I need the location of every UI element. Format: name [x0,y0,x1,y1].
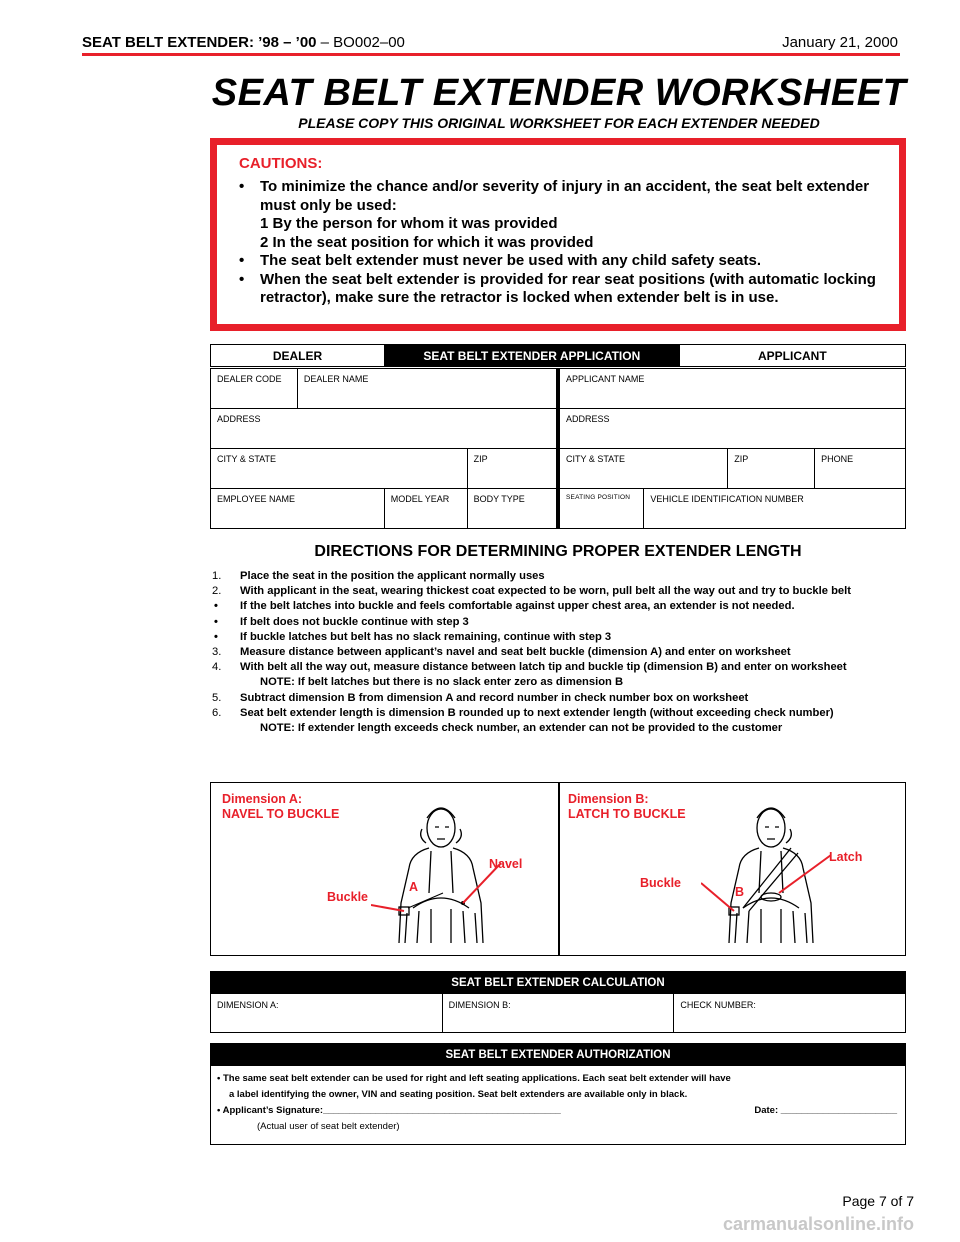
applicant-header: APPLICANT [678,344,907,367]
header-title: SEAT BELT EXTENDER: ’98 – ’00 – BO002–00 [82,34,405,51]
caution-item: •When the seat belt extender is provided… [239,270,876,307]
dimension-a-title: Dimension A:NAVEL TO BUCKLE [222,792,340,821]
applicant-phone-field[interactable]: PHONE [814,448,906,489]
authorization-note: • The same seat belt extender can be use… [217,1073,731,1084]
seating-position-field[interactable]: SEATING POSITION [557,488,645,529]
dealer-zip-field[interactable]: ZIP [466,448,560,489]
dealer-code-field[interactable]: DEALER CODE [210,368,298,409]
caution-item: •To minimize the chance and/or severity … [239,178,870,214]
cautions-box: CAUTIONS: •To minimize the chance and/or… [210,138,906,331]
dealer-city-field[interactable]: CITY & STATE [210,448,468,489]
direction-note: NOTE: If belt latches but there is no sl… [260,676,624,689]
model-year-field[interactable]: MODEL YEAR [383,488,468,529]
applicant-zip-field[interactable]: ZIP [727,448,816,489]
page-number: Page 7 of 7 [842,1193,914,1209]
caution-item: •The seat belt extender must never be us… [239,252,762,269]
direction-step: 6.Seat belt extender length is dimension… [212,706,834,719]
direction-bullet: •If buckle latches but belt has no slack… [214,630,612,643]
authorization-section: SEAT BELT EXTENDER AUTHORIZATION • The s… [210,1043,906,1145]
page-title: SEAT BELT EXTENDER WORKSHEET [211,72,907,114]
directions-title: DIRECTIONS FOR DETERMINING PROPER EXTEND… [314,543,802,560]
direction-step: 2.With applicant in the seat, wearing th… [212,585,851,598]
dimension-b-letter: B [735,885,745,899]
buckle-label-a: Buckle [327,890,368,904]
calculation-title: SEAT BELT EXTENDER CALCULATION [211,972,905,994]
dimension-b-title: Dimension B:LATCH TO BUCKLE [568,792,686,821]
header-rule [82,53,900,56]
buckle-label-b: Buckle [640,876,681,890]
applicant-address-field[interactable]: ADDRESS [557,408,906,449]
body-type-field[interactable]: BODY TYPE [466,488,560,529]
signature-caption: (Actual user of seat belt extender) [257,1121,400,1132]
vin-field[interactable]: VEHICLE IDENTIFICATION NUMBER [643,488,906,529]
employee-name-field[interactable]: EMPLOYEE NAME [210,488,385,529]
latch-label: Latch [829,850,863,864]
calculation-section: SEAT BELT EXTENDER CALCULATION DIMENSION… [210,971,906,1033]
authorization-title: SEAT BELT EXTENDER AUTHORIZATION [211,1044,905,1066]
signature-field[interactable]: • Applicant’s Signature:________________… [217,1105,561,1116]
dealer-name-field[interactable]: DEALER NAME [296,368,560,409]
page-subtitle: PLEASE COPY THIS ORIGINAL WORKSHEET FOR … [298,115,820,131]
applicant-city-field[interactable]: CITY & STATE [557,448,729,489]
dimension-b-field[interactable]: DIMENSION B: [443,994,675,1032]
caution-subitem: 1 By the person for whom it was provided [260,215,558,232]
dimension-a-letter: A [409,880,419,894]
directions-list: 1.Place the seat in the position the app… [212,569,902,736]
date-field[interactable]: Date: ______________________ [754,1105,897,1116]
authorization-note-cont: a label identifying the owner, VIN and s… [229,1089,688,1100]
direction-bullet: •If belt does not buckle continue with s… [214,615,469,628]
application-fields: DEALER CODE DEALER NAME APPLICANT NAME A… [210,368,906,529]
caution-subitem: 2 In the seat position for which it was … [260,233,594,251]
navel-label: Navel [489,857,523,871]
dealer-address-field[interactable]: ADDRESS [210,408,560,449]
person-navel-illustration [371,807,502,944]
dealer-header: DEALER [210,344,385,367]
figure-divider [558,783,560,955]
direction-step: 4.With belt all the way out, measure dis… [212,661,847,674]
applicant-name-field[interactable]: APPLICANT NAME [557,368,906,409]
watermark: carmanualsonline.info [722,1214,914,1234]
dimension-figures: Dimension A:NAVEL TO BUCKLE Navel Buckle… [210,782,906,956]
direction-note: NOTE: If extender length exceeds check n… [260,722,783,735]
check-number-field[interactable]: CHECK NUMBER: [680,1000,756,1010]
direction-step: 1.Place the seat in the position the app… [212,570,545,582]
application-title: SEAT BELT EXTENDER APPLICATION [384,344,680,367]
direction-step: 5.Subtract dimension B from dimension A … [212,691,749,704]
direction-step: 3.Measure distance between applicant’s n… [212,646,791,659]
direction-bullet: •If the belt latches into buckle and fee… [214,600,795,613]
person-latch-illustration [701,807,832,944]
dimension-a-field[interactable]: DIMENSION A: [211,994,443,1032]
header-date: January 21, 2000 [782,34,898,51]
cautions-heading: CAUTIONS: [239,155,323,172]
application-form: DEALER SEAT BELT EXTENDER APPLICATION AP… [210,344,907,367]
